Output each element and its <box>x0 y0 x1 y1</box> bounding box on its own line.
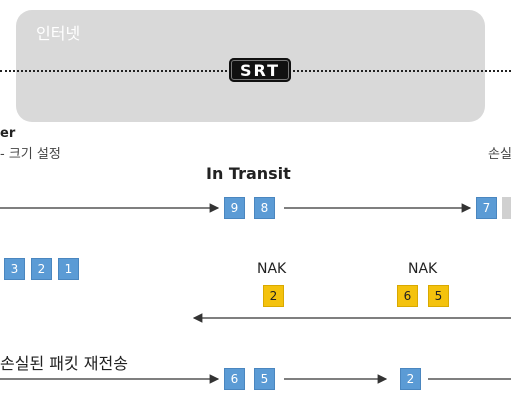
internet-label: 인터넷 <box>36 24 81 43</box>
nak-packet: 5 <box>428 285 449 307</box>
arrived-packet: 7 <box>476 197 497 219</box>
transit-packet: 9 <box>224 197 245 219</box>
nak-packet: 6 <box>397 285 418 307</box>
retransmit-packet: 6 <box>224 368 245 390</box>
buffer-size-label: - 크기 설정 <box>0 147 61 162</box>
buffer-packet: 1 <box>58 258 79 280</box>
retransmit-label: 손실된 패킷 재전송 <box>0 354 128 373</box>
srt-logo: SRT <box>229 58 291 82</box>
buffer-packet: 2 <box>31 258 52 280</box>
nak-label: NAK <box>257 261 287 277</box>
retransmit-packet: 5 <box>254 368 275 390</box>
receiver-buffer-slot <box>502 197 511 219</box>
nak-packet: 2 <box>263 285 284 307</box>
retransmit-packet: 2 <box>400 368 421 390</box>
in-transit-label: In Transit <box>206 164 291 183</box>
receiver-loss-label: 손실 <box>488 147 511 162</box>
sender-label: er <box>0 126 16 141</box>
nak-label: NAK <box>408 261 438 277</box>
buffer-packet: 3 <box>4 258 25 280</box>
transit-packet: 8 <box>254 197 275 219</box>
